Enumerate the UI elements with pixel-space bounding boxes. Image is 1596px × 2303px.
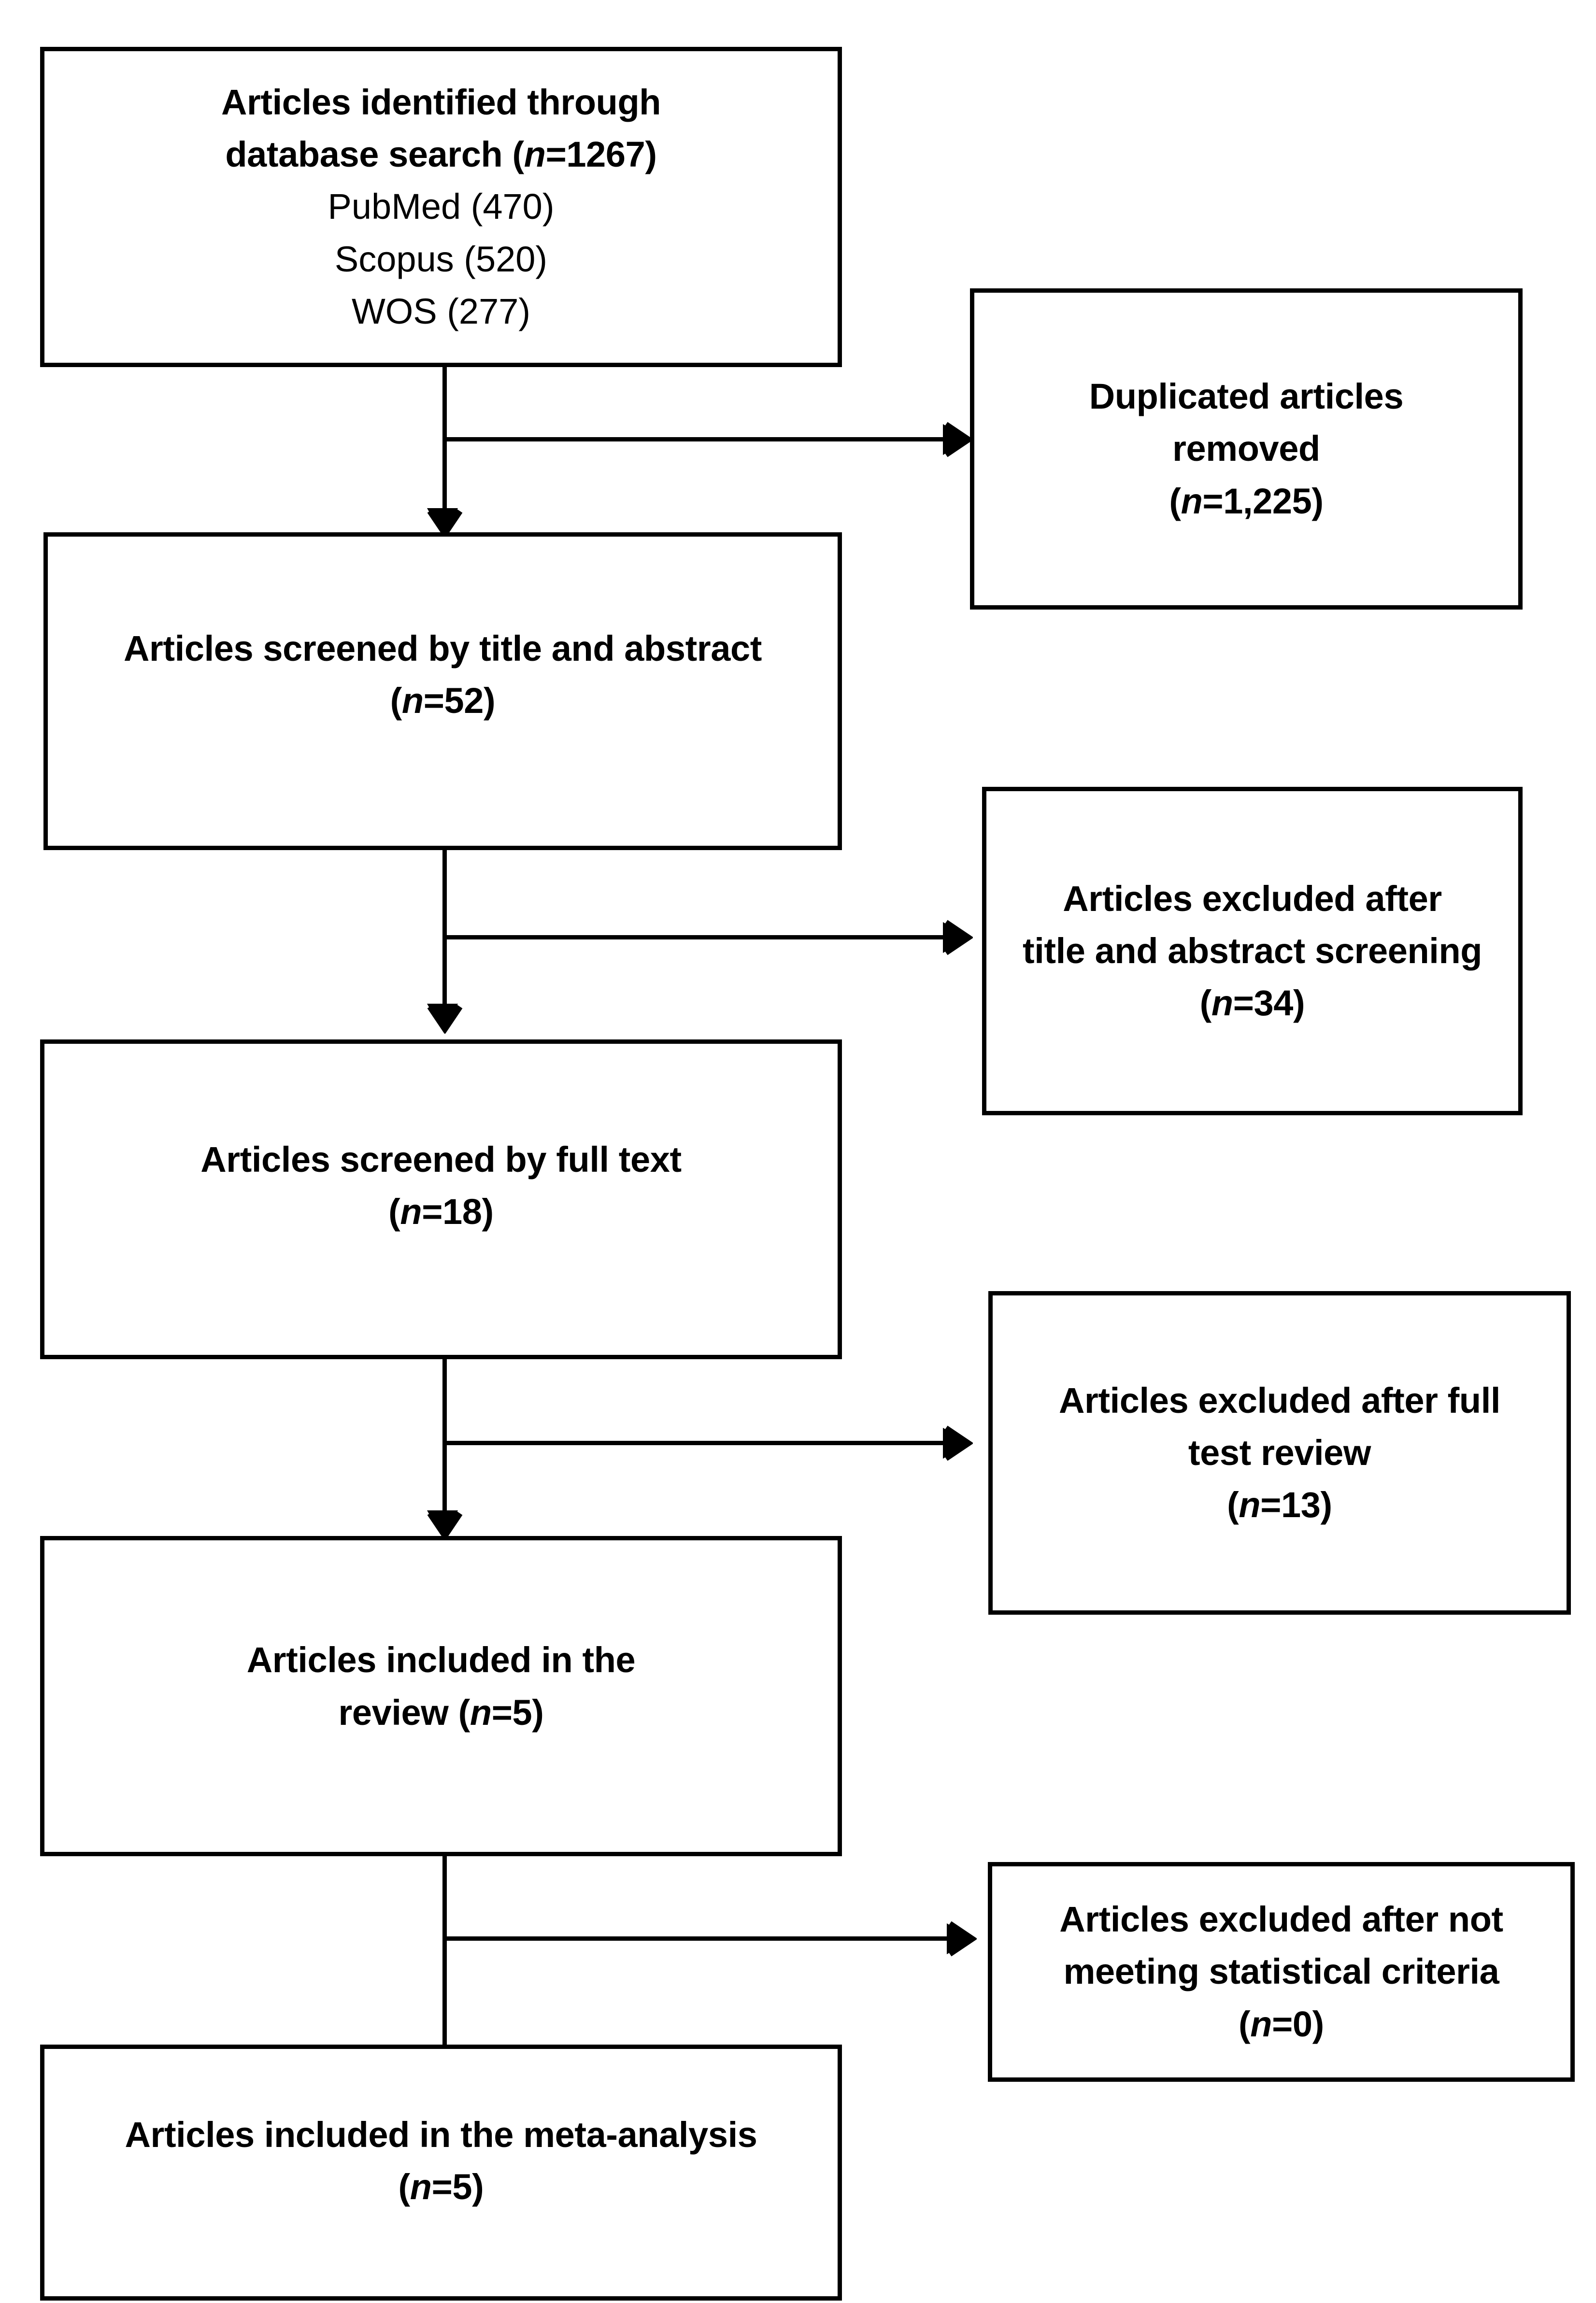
box-duplicated-articles-removed-text: Duplicated articles removed (n=1,225) — [987, 370, 1506, 527]
text-line: Duplicated articles — [1089, 376, 1404, 417]
italic-n: n — [401, 681, 424, 721]
box-articles-screened-title-abstract: Articles screened by title and abstract … — [43, 532, 842, 850]
text-fragment: =18) — [422, 1192, 494, 1232]
box-articles-included-meta-analysis: Articles included in the meta-analysis (… — [40, 2045, 842, 2301]
box-articles-excluded-statistical-criteria: Articles excluded after not meeting stat… — [988, 1862, 1575, 2082]
text-line: title and abstract screening — [1022, 930, 1482, 971]
text-fragment: =1267) — [545, 134, 657, 175]
italic-n: n — [470, 1692, 492, 1733]
italic-n: n — [1239, 1485, 1261, 1525]
text-line: (n=52) — [60, 675, 825, 727]
box-articles-included-review: Articles included in the review (n=5) — [40, 1536, 842, 1856]
italic-n: n — [1211, 983, 1233, 1024]
text-fragment: ( — [398, 2167, 411, 2207]
text-line: database search (n=1267) — [57, 128, 825, 181]
italic-n: n — [1250, 2004, 1272, 2044]
text-fragment: ( — [1169, 481, 1181, 521]
text-fragment: =0) — [1272, 2004, 1324, 2044]
text-line: Articles screened by full text — [200, 1139, 682, 1180]
text-fragment: ( — [1239, 2004, 1251, 2044]
box-articles-excluded-statistical-criteria-text: Articles excluded after not meeting stat… — [1005, 1893, 1558, 2050]
text-fragment: =1,225) — [1202, 481, 1324, 521]
box-articles-screened-title-abstract-text: Articles screened by title and abstract … — [60, 623, 825, 727]
text-fragment: ( — [388, 1192, 400, 1232]
box-articles-excluded-title-abstract-text: Articles excluded after title and abstra… — [999, 873, 1506, 1029]
arrowhead-right-1 — [943, 422, 973, 457]
text-fragment: ( — [1227, 1485, 1239, 1525]
text-line: (n=13) — [1005, 1479, 1554, 1531]
connector-horizontal-3 — [442, 1441, 946, 1445]
italic-n: n — [400, 1192, 422, 1232]
text-fragment: =5) — [431, 2167, 484, 2207]
italic-n: n — [410, 2167, 432, 2207]
text-fragment: =34) — [1233, 983, 1305, 1024]
arrowhead-right-3 — [943, 1425, 973, 1461]
connector-horizontal-4 — [442, 1936, 950, 1941]
box-articles-included-review-text: Articles included in the review (n=5) — [57, 1634, 825, 1738]
text-line-wos: WOS (277) — [351, 291, 531, 331]
box-articles-excluded-title-abstract: Articles excluded after title and abstra… — [982, 787, 1523, 1115]
arrowhead-down-3 — [427, 1510, 463, 1540]
text-line: Articles included in the — [246, 1640, 636, 1680]
text-line: Articles excluded after — [1063, 878, 1442, 919]
text-line: review (n=5) — [57, 1687, 825, 1739]
box-articles-identified: Articles identified through database sea… — [40, 47, 842, 367]
text-fragment: =13) — [1260, 1485, 1332, 1525]
text-line: Articles identified through — [221, 82, 661, 123]
text-line: (n=18) — [57, 1186, 825, 1238]
text-line: (n=5) — [57, 2161, 825, 2213]
box-articles-excluded-full-text-text: Articles excluded after full test review… — [1005, 1375, 1554, 1531]
text-line: removed — [1172, 428, 1320, 469]
text-line: test review — [1188, 1432, 1371, 1473]
text-line-scopus: Scopus (520) — [334, 239, 548, 279]
italic-n: n — [1181, 481, 1203, 521]
text-line: Articles screened by title and abstract — [123, 628, 762, 668]
text-fragment: =5) — [491, 1692, 544, 1733]
text-fragment: review ( — [338, 1692, 470, 1733]
box-articles-screened-full-text: Articles screened by full text (n=18) — [40, 1039, 842, 1359]
text-fragment: ( — [390, 681, 402, 721]
arrowhead-down-2 — [427, 1004, 463, 1034]
connector-horizontal-1 — [442, 437, 946, 441]
text-fragment: ( — [1199, 983, 1212, 1024]
box-articles-excluded-full-text: Articles excluded after full test review… — [988, 1291, 1571, 1615]
arrowhead-right-2 — [943, 920, 973, 955]
connector-horizontal-2 — [442, 935, 946, 939]
text-line: meeting statistical criteria — [1063, 1951, 1499, 1992]
connector-vertical-2 — [442, 850, 447, 1029]
text-line: Articles excluded after full — [1058, 1380, 1501, 1421]
arrowhead-right-4 — [947, 1921, 977, 1957]
text-line: (n=34) — [999, 977, 1506, 1029]
text-line-pubmed: PubMed (470) — [328, 186, 555, 227]
box-articles-screened-full-text-text: Articles screened by full text (n=18) — [57, 1134, 825, 1238]
text-line: (n=0) — [1005, 1998, 1558, 2050]
connector-vertical-3 — [442, 1359, 447, 1535]
text-line: Articles included in the meta-analysis — [125, 2114, 757, 2155]
text-line: (n=1,225) — [987, 475, 1506, 527]
text-fragment: database search ( — [225, 134, 524, 175]
box-duplicated-articles-removed: Duplicated articles removed (n=1,225) — [970, 288, 1523, 610]
connector-vertical-4 — [442, 1856, 447, 2045]
box-articles-identified-text: Articles identified through database sea… — [57, 76, 825, 337]
connector-vertical-1 — [442, 367, 447, 534]
text-line: Articles excluded after not — [1059, 1899, 1503, 1940]
arrowhead-down-1 — [427, 508, 463, 538]
text-fragment: =52) — [423, 681, 496, 721]
italic-n: n — [524, 134, 546, 175]
box-articles-included-meta-analysis-text: Articles included in the meta-analysis (… — [57, 2109, 825, 2213]
